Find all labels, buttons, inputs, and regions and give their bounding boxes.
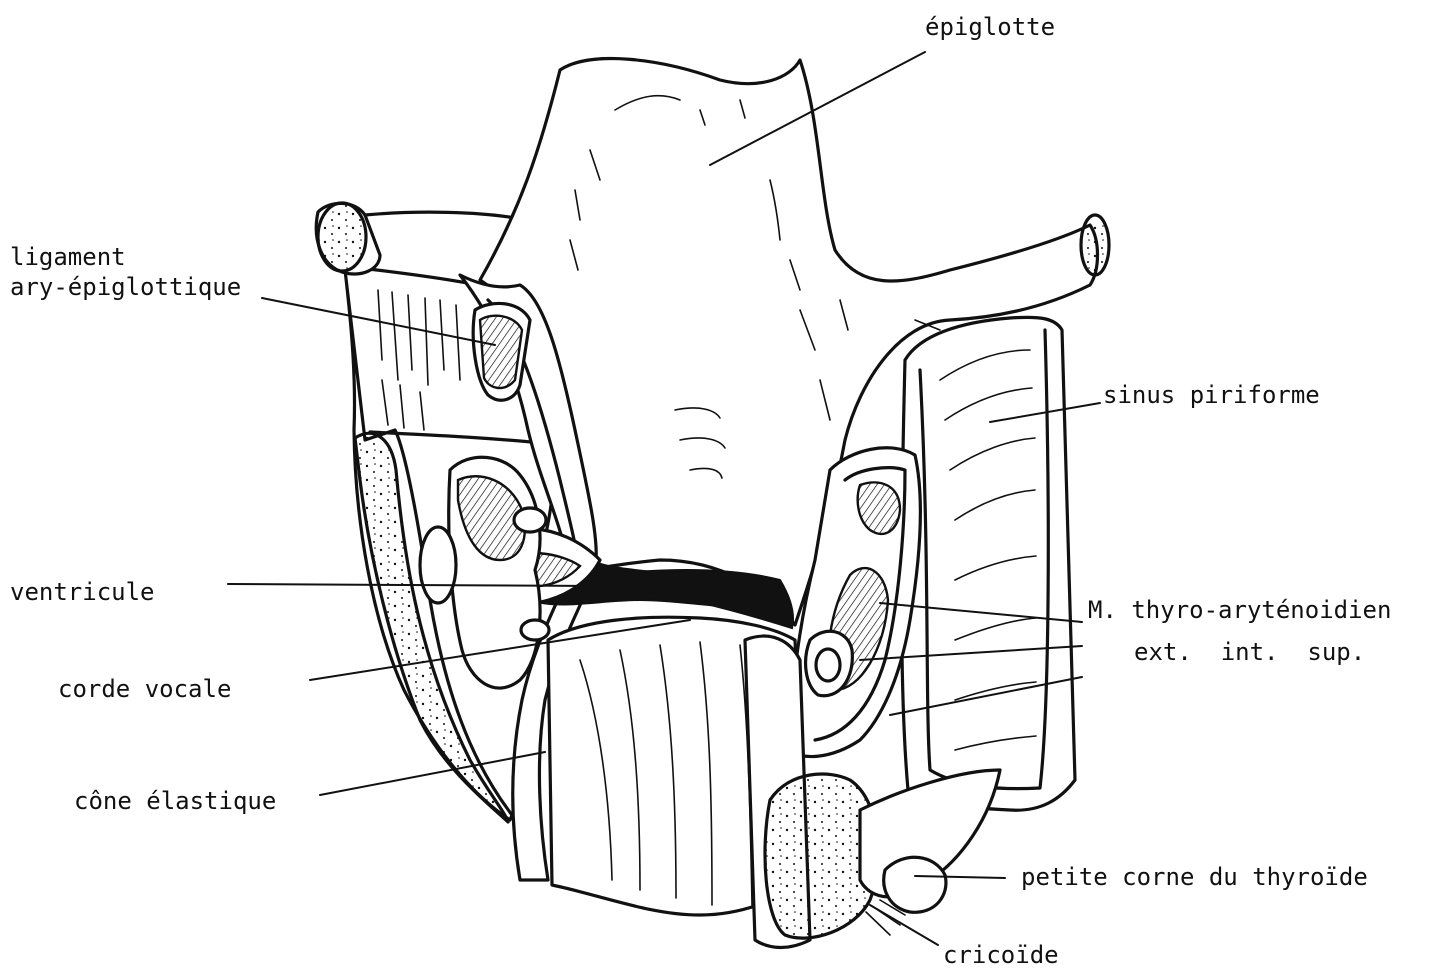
left-superior-horn <box>316 203 515 274</box>
label-ventricule: ventricule <box>10 577 155 607</box>
small-thyroid-horn <box>860 770 1000 935</box>
label-corde-vocale: corde vocale <box>58 674 231 704</box>
label-cone-elastique: cône élastique <box>74 786 276 816</box>
label-ligament-line1: ligament <box>10 242 126 272</box>
label-petite-corne: petite corne du thyroïde <box>1021 862 1368 892</box>
label-sinus-piriforme: sinus piriforme <box>1103 380 1320 410</box>
label-cricoide: cricoïde <box>943 940 1059 970</box>
right-sinus-piriforme <box>902 317 1075 810</box>
label-thyro-parts: ext. int. sup. <box>1134 637 1365 667</box>
label-thyro-arytenoidien: M. thyro-aryténoidien <box>1088 595 1391 625</box>
label-ligament-line2: ary-épiglottique <box>10 272 241 302</box>
label-epiglotte: épiglotte <box>925 12 1055 42</box>
